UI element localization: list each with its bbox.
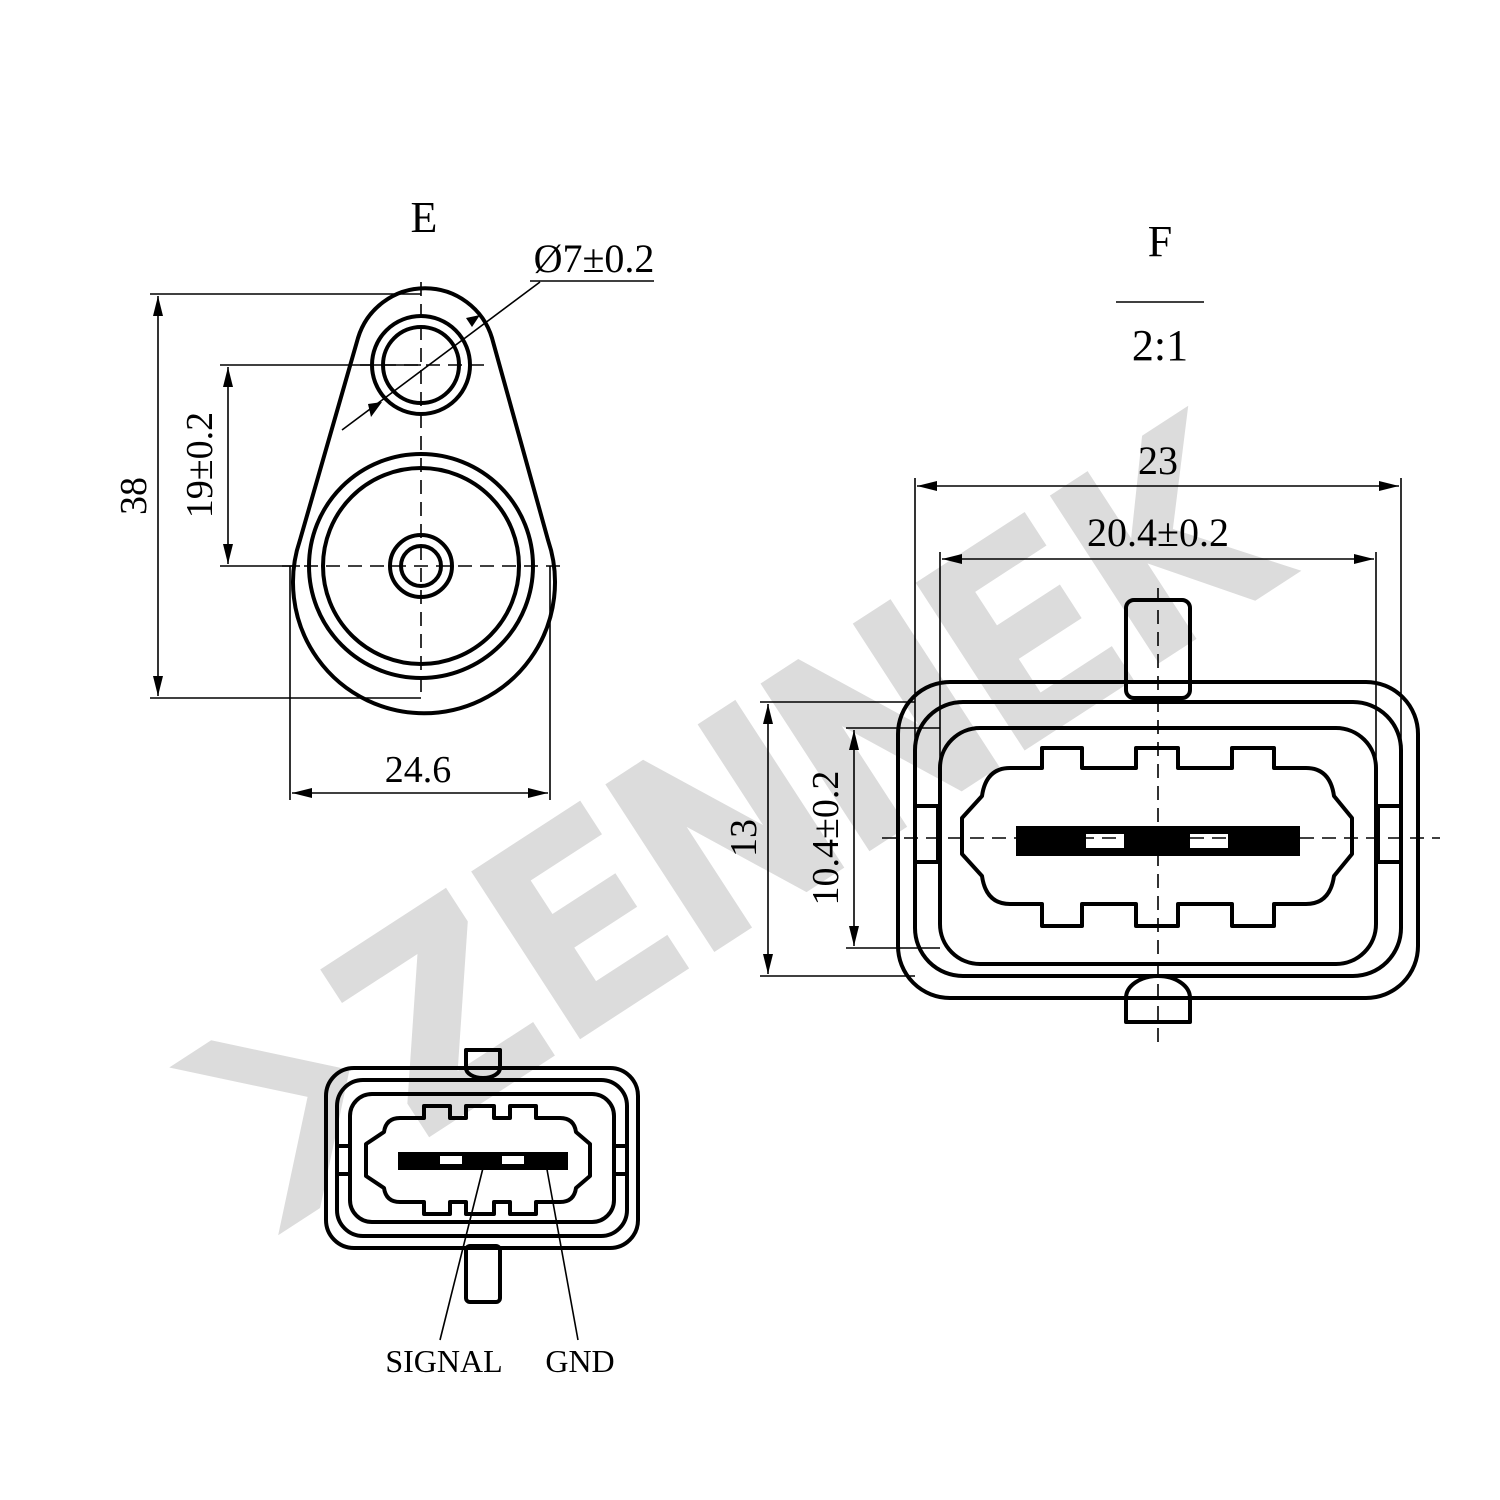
height-dimension: 38 <box>113 477 155 515</box>
gnd-leader <box>545 1163 579 1341</box>
dimension-arrow <box>917 481 937 491</box>
height-overall-dimension: 13 <box>723 819 765 857</box>
dimension-arrow <box>223 544 233 564</box>
signal-pin-label: SIGNAL <box>385 1343 502 1379</box>
spacing-dimension: 19±0.2 <box>179 412 221 518</box>
connector-shell-mid <box>335 1078 629 1238</box>
width-inner-dimension: 20.4±0.2 <box>1087 510 1229 555</box>
pin-cavity <box>960 746 1354 928</box>
width-overall-dimension: 23 <box>1138 438 1178 483</box>
watermark-logo <box>169 405 1302 1236</box>
dimension-arrow <box>153 296 163 316</box>
latch-right <box>612 1144 629 1176</box>
gnd-pin-label: GND <box>545 1343 614 1379</box>
dimension-arrow <box>292 788 312 798</box>
pin-gap <box>440 1156 462 1164</box>
latch-left <box>913 804 940 864</box>
view-e: E Ø7±0.2 38 19±0.2 <box>113 193 654 800</box>
diameter-arrow <box>466 315 480 327</box>
view-e-label: E <box>411 193 438 242</box>
signal-leader <box>439 1163 485 1341</box>
pin-gap <box>1086 834 1124 848</box>
diameter-dimension: Ø7±0.2 <box>534 236 655 281</box>
pin-gap <box>502 1156 524 1164</box>
bottom-key <box>464 1244 502 1304</box>
dimension-arrow <box>763 954 773 974</box>
dimension-arrow <box>849 926 859 946</box>
view-f-scale: 2:1 <box>1132 321 1188 370</box>
dimension-arrow <box>153 676 163 696</box>
dimension-arrow <box>942 554 962 564</box>
height-inner-dimension: 10.4±0.2 <box>805 771 847 906</box>
dimension-arrow <box>849 730 859 750</box>
latch-left <box>335 1144 352 1176</box>
latch-right <box>1376 804 1403 864</box>
connector-shell-outer <box>324 1066 640 1250</box>
dimension-arrow <box>528 788 548 798</box>
pin-cavity <box>364 1104 592 1216</box>
pin-gap <box>1190 834 1228 848</box>
dimension-arrow <box>763 704 773 724</box>
dimension-arrow <box>1354 554 1374 564</box>
flange-outline <box>291 286 557 716</box>
view-f-label: F <box>1148 217 1172 266</box>
width-dimension: 24.6 <box>385 749 452 791</box>
connector-front-view: SIGNAL GND <box>324 1048 640 1379</box>
dimension-arrow <box>223 367 233 387</box>
view-f: F 2:1 23 20.4±0 <box>723 217 1440 1046</box>
diameter-arrow <box>368 402 382 417</box>
dimension-arrow <box>1379 481 1399 491</box>
